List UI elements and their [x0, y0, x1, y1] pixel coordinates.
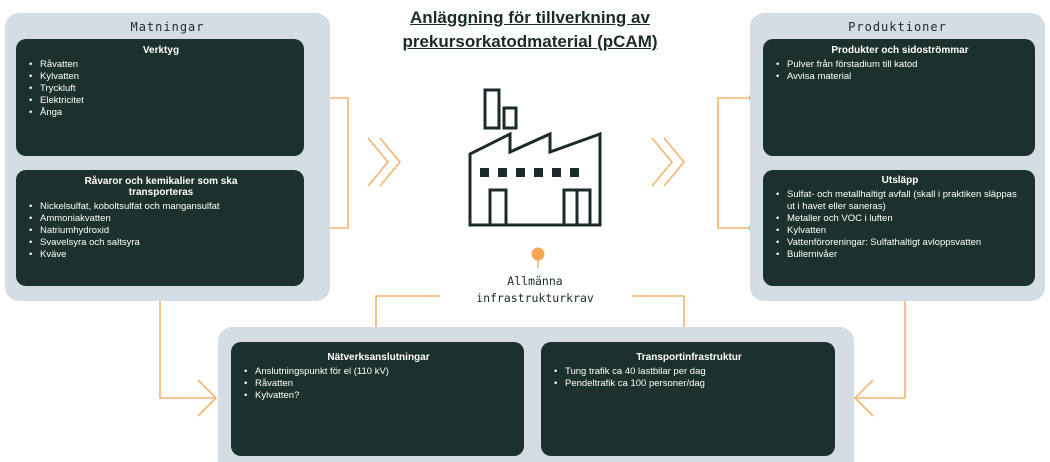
emissions-card: Utsläpp Sulfat- och metallhaltigt avfall… — [763, 170, 1035, 286]
list-item: Elektricitet — [29, 95, 294, 107]
list-item: Kväve — [29, 249, 294, 261]
list-item: Avvisa material — [776, 71, 1025, 83]
tools-card: Verktyg Råvatten Kylvatten Tryckluft Ele… — [16, 39, 304, 156]
raw-materials-card-title: Råvaror och kemikalier som ska transport… — [84, 176, 238, 198]
list-item: Ammoniakvatten — [29, 213, 294, 225]
list-item: Bullernivåer — [776, 249, 1025, 261]
list-item: Pendeltrafik ca 100 personer/dag — [554, 378, 825, 390]
grid-connections-card: Nätverksanslutningar Anslutningspunkt fö… — [231, 342, 524, 456]
list-item: Kylvatten? — [244, 390, 514, 402]
infrastructure-label-line1: Allmänna — [507, 274, 563, 288]
infrastructure-label: Allmänna infrastrukturkrav — [440, 273, 630, 307]
list-item: Anslutningspunkt för el (110 kV) — [244, 366, 514, 378]
outputs-panel-title: Produktioner — [848, 20, 947, 34]
list-item: Kylvatten — [29, 71, 294, 83]
list-item: Råvatten — [244, 378, 514, 390]
tools-list: Råvatten Kylvatten Tryckluft Elektricite… — [28, 59, 294, 119]
list-item: Kylvatten — [776, 225, 1025, 237]
products-card: Produkter och sidoströmmar Pulver från f… — [763, 39, 1035, 156]
tools-card-title: Verktyg — [142, 45, 180, 56]
grid-connections-list: Anslutningspunkt för el (110 kV) Råvatte… — [243, 366, 514, 402]
transport-card-title: Transportinfrastruktur — [636, 352, 742, 363]
products-card-title: Produkter och sidoströmmar — [831, 45, 969, 56]
list-item: Råvatten — [29, 59, 294, 71]
list-item: Metaller och VOC i luften — [776, 213, 1025, 225]
infrastructure-label-line2: infrastrukturkrav — [476, 291, 594, 305]
list-item: Ånga — [29, 107, 294, 119]
raw-materials-card: Råvaror och kemikalier som ska transport… — [16, 170, 304, 286]
transport-card: Transportinfrastruktur Tung trafik ca 40… — [541, 342, 835, 456]
grid-connections-card-title: Nätverksanslutningar — [327, 352, 430, 363]
emissions-card-title: Utsläpp — [881, 175, 919, 186]
factory-icon — [468, 88, 602, 227]
inputs-panel-title: Matningar — [130, 20, 205, 34]
list-item: Nickelsulfat, koboltsulfat och mangansul… — [29, 201, 294, 213]
raw-materials-list: Nickelsulfat, koboltsulfat och mangansul… — [28, 201, 294, 261]
list-item: Tryckluft — [29, 83, 294, 95]
list-item: Natriumhydroxid — [29, 225, 294, 237]
connector-dot — [531, 247, 545, 261]
list-item: Pulver från förstadium till katod — [776, 59, 1025, 71]
diagram-title: Anläggning för tillverkning av prekursor… — [402, 8, 658, 51]
list-item: Sulfat- och metallhaltigt avfall (skall … — [776, 189, 1025, 213]
emissions-list: Sulfat- och metallhaltigt avfall (skall … — [775, 189, 1025, 261]
list-item: Vattenföroreningar: Sulfathaltigt avlopp… — [776, 237, 1025, 249]
list-item: Tung trafik ca 40 lastbilar per dag — [554, 366, 825, 378]
list-item: Svavelsyra och saltsyra — [29, 237, 294, 249]
transport-list: Tung trafik ca 40 lastbilar per dag Pend… — [553, 366, 825, 390]
products-list: Pulver från förstadium till katod Avvisa… — [775, 59, 1025, 83]
